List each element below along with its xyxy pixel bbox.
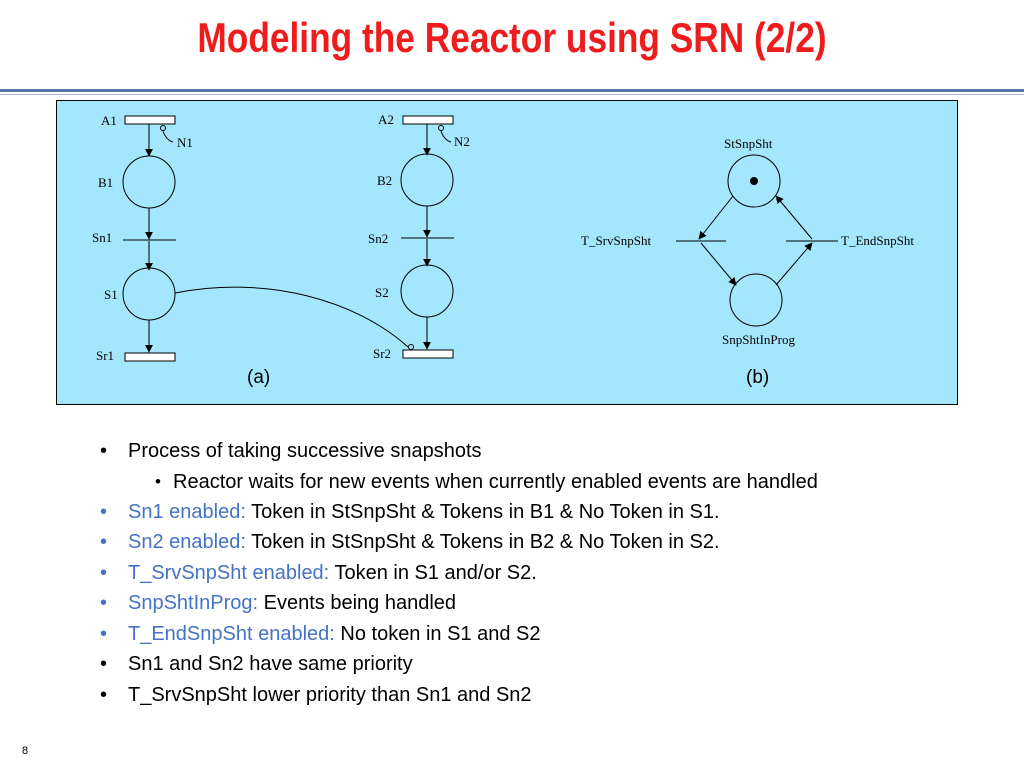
bullet-text: Process of taking successive snapshots — [128, 440, 482, 462]
caption-a: (a) — [247, 367, 270, 388]
transition-Sr1 — [124, 352, 176, 362]
slide-title: Modeling the Reactor using SRN (2/2) — [197, 14, 827, 61]
label-Sr1: Sr1 — [96, 348, 114, 363]
label-SnpShtInProg: SnpShtInProg — [722, 332, 795, 347]
arc-T_SrvSnpSht-SnpShtInProg — [700, 242, 737, 286]
bullet-marker: • — [100, 500, 108, 523]
bullet-marker: • — [100, 561, 108, 584]
arc-StSnpSht-T_SrvSnpSht — [698, 195, 734, 240]
bullet-text: No token in S1 and S2 — [334, 622, 541, 645]
arc-T_EndSnpSht-StSnpSht — [775, 195, 813, 240]
label-A2: A2 — [378, 112, 394, 127]
token-StSnpSht — [750, 177, 758, 185]
arc-SnpShtInProg-T_EndSnpSht — [775, 242, 813, 286]
label-S1: S1 — [104, 287, 118, 302]
bullet-item: • SnpShtInProg: Events being handled — [100, 588, 960, 619]
label-N1: N1 — [177, 135, 193, 150]
label-A1: A1 — [101, 113, 117, 128]
label-T_EndSnpSht: T_EndSnpSht — [841, 233, 914, 248]
title-rule-thin — [0, 94, 1024, 95]
place-StSnpSht — [727, 154, 781, 208]
bullet-item: • T_EndSnpSht enabled: No token in S1 an… — [100, 619, 960, 650]
bullet-label: Sn2 enabled: — [128, 531, 246, 553]
bullet-text: Token in StSnpSht & Tokens in B1 & No To… — [245, 500, 720, 523]
inhibitor-arc-N2 — [440, 130, 452, 143]
bullet-label: SnpShtInProg: — [128, 592, 259, 614]
bullet-item: • Process of taking successive snapshots — [100, 436, 960, 467]
inhibitor-circle-Sr2 — [408, 344, 414, 350]
bullet-label: T_SrvSnpSht enabled: — [128, 561, 330, 584]
bullet-label: Sn1 enabled: — [128, 500, 246, 523]
bullet-text: Token in StSnpSht & Tokens in B2 & No To… — [245, 531, 720, 553]
transition-A2 — [402, 115, 454, 125]
place-SnpShtInProg — [729, 273, 783, 327]
inhibitor-arc-N1 — [162, 130, 174, 143]
label-Sn2: Sn2 — [368, 231, 388, 246]
bullet-marker: • — [100, 592, 108, 614]
diagram-background — [56, 100, 958, 405]
sub-bullet-item: • Reactor waits for new events when curr… — [100, 467, 960, 497]
label-B2: B2 — [377, 173, 392, 188]
bullet-item: • Sn1 and Sn2 have same priority — [100, 649, 960, 680]
bullet-item: • T_SrvSnpSht enabled: Token in S1 and/o… — [100, 558, 960, 589]
transition-Sr2 — [402, 349, 454, 359]
label-StSnpSht: StSnpSht — [724, 136, 773, 151]
inhibitor-N1 — [160, 125, 166, 131]
bullet-list: • Process of taking successive snapshots… — [100, 436, 960, 710]
label-Sn1: Sn1 — [92, 230, 112, 245]
bullet-label: T_EndSnpSht enabled: — [128, 622, 335, 645]
caption-b: (b) — [746, 367, 769, 388]
bullet-marker: • — [100, 653, 108, 675]
inhibitor-arc-S1-Sr2 — [174, 286, 409, 348]
title-rule — [0, 89, 1024, 92]
sub-bullet-marker: • — [155, 471, 161, 491]
bullet-text: Token in S1 and/or S2. — [329, 561, 537, 584]
transition-A1 — [124, 115, 176, 125]
label-Sr2: Sr2 — [373, 346, 391, 361]
srn-diagram: A1 N1 B1 Sn1 S1 Sr1 A2 N2 B2 Sn2 S2 Sr2 — [56, 100, 958, 405]
bullet-item: • Sn2 enabled: Token in StSnpSht & Token… — [100, 527, 960, 558]
sub-bullet-text: Reactor waits for new events when curren… — [173, 470, 818, 493]
label-B1: B1 — [98, 175, 113, 190]
page-number: 8 — [22, 745, 29, 757]
bullet-marker: • — [100, 683, 108, 706]
bullet-text: T_SrvSnpSht lower priority than Sn1 and … — [128, 683, 532, 706]
inhibitor-N2 — [438, 125, 444, 131]
label-S2: S2 — [375, 285, 389, 300]
bullet-item: • T_SrvSnpSht lower priority than Sn1 an… — [100, 680, 960, 711]
bullet-text: Events being handled — [258, 592, 457, 614]
label-T_SrvSnpSht: T_SrvSnpSht — [581, 233, 651, 248]
bullet-marker: • — [100, 622, 108, 645]
bullet-marker: • — [100, 440, 108, 462]
bullet-item: • Sn1 enabled: Token in StSnpSht & Token… — [100, 497, 960, 528]
bullet-marker: • — [100, 531, 108, 553]
bullet-text: Sn1 and Sn2 have same priority — [128, 653, 413, 675]
label-N2: N2 — [454, 134, 470, 149]
